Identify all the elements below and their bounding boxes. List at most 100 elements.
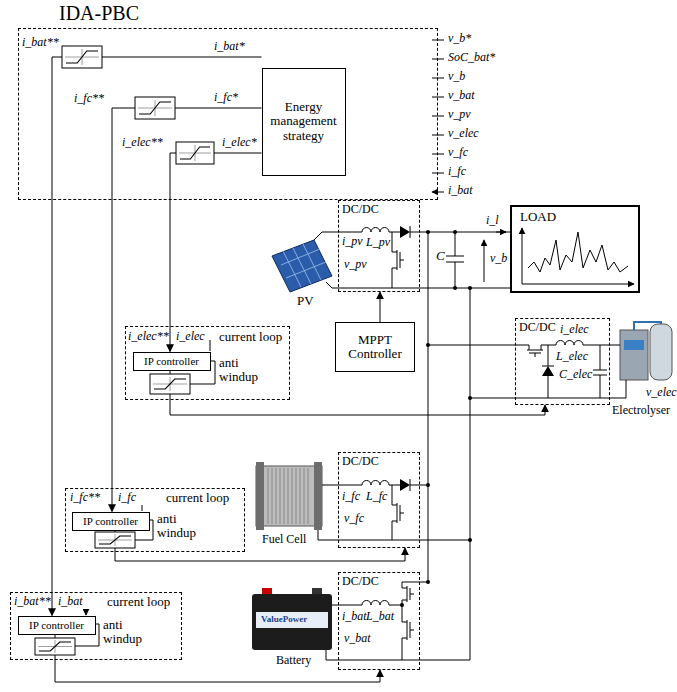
signal-label: L_fc [366,490,387,504]
signal-label: i_elec [176,330,205,344]
battery-terminal [312,588,322,594]
strategy-box: Energy management strategy [262,68,346,176]
signal-label: Electrolyser [612,404,670,418]
signal-label: ValuePower [261,614,307,624]
voltage-arrow [484,240,485,282]
signal-label: C_elec [559,368,592,382]
signal-label: i_bat** [22,36,59,50]
signal-label: i_pv [342,235,363,249]
signal-label: v_b [448,70,465,84]
dc-bus-wires [420,232,517,660]
diode-symbol [400,479,410,491]
current-arrow [496,232,506,233]
signal-label: v_fc [344,512,364,526]
converter-label: DC/DC [342,575,379,588]
converter-label: DC/DC [519,321,556,334]
loop-title: current loop [107,595,170,609]
signal-label: Battery [276,654,311,668]
load-box: LOAD [510,205,640,293]
signal-label: PV [297,294,314,309]
pv-converter-circuit [314,226,420,288]
signal-arrow [55,660,380,682]
box-label: IP controller [83,515,138,527]
pv-panel [272,240,332,292]
signal-label: Fuel Cell [262,533,306,547]
signal-label: v_bat [344,632,371,646]
input-arrow [432,40,444,192]
signal-arrow [170,153,262,352]
signal-label: v_b [490,252,507,266]
electrolyser-tank [650,324,672,380]
signal-label: i_bat* [214,40,245,54]
battery-converter-circuit [326,582,420,660]
signal-label: i_fc [448,165,466,179]
diode-symbol [542,366,554,376]
battery-terminal [262,588,272,594]
loop-note: anti windup [219,356,261,385]
battery-body [252,594,332,650]
chart-axis [522,228,523,284]
fuel-cell-stack [256,466,322,526]
signal-label: i_fc [342,490,360,504]
controller-box: IP controller [18,616,96,635]
controller-box: IP controller [72,512,150,531]
signal-arrow [380,292,381,322]
loop-title: current loop [219,330,282,344]
signal-label: i_elec** [128,330,169,344]
fuel-cell-plate [314,462,322,530]
converter-label: DC/DC [342,455,379,468]
electrolyser-body [620,330,648,380]
measurement-arrow [86,340,210,615]
signal-arrow [170,400,545,415]
signal-label: i_fc** [74,92,104,106]
signal-label: v_bat [448,89,475,103]
signal-label: SoC_bat* [448,51,495,65]
battery-band [256,612,328,628]
signal-label: i_l [486,214,499,228]
signal-label: v_pv [344,258,367,272]
signal-label: v_pv [448,108,471,122]
mppt-box: MPPT Controller [335,322,415,372]
signal-arrow [115,548,405,561]
signal-label: i_bat [58,595,83,609]
signal-label: i_bat [342,610,367,624]
box-label: IP controller [144,355,199,367]
signal-arrow [112,108,262,512]
chart-axis [522,284,634,285]
region-title: IDA-PBC [59,2,139,24]
loop-title: current loop [166,491,229,505]
load-profile [528,232,628,272]
load-label: LOAD [520,210,556,224]
signal-label: i_elec** [122,136,163,150]
pv-grid [281,244,326,287]
signal-label: C [436,249,445,264]
signal-label: i_fc [118,491,136,505]
controller-box: IP controller [133,352,211,371]
signal-label: L_bat [366,610,394,624]
converter-label: DC/DC [342,203,379,216]
signal-label: L_pv [366,236,390,250]
fuel-cell-converter-circuit [318,479,420,540]
fuel-cell-fins [268,468,308,524]
signal-label: i_bat [448,184,473,198]
signal-label: v_elec [646,386,677,400]
signal-label: L_elec [556,350,588,364]
diode-symbol [400,226,410,238]
signal-label: v_b* [448,32,471,46]
signal-label: v_fc [448,146,468,160]
signal-label: i_fc** [70,491,100,505]
box-label: Energy management strategy [266,100,342,143]
electrolyser-pipe [634,322,661,330]
junction-dots [400,230,472,607]
controller-region: IDA-PBCEnergy management strategy [18,28,438,200]
signal-label: i_bat** [14,595,51,609]
signal-label: i_elec [560,323,589,337]
box-label: IP controller [29,619,84,631]
signal-label: v_elec [448,127,479,141]
box-label: MPPT Controller [339,333,411,362]
signal-label: i_fc* [214,91,238,105]
loop-note: anti windup [157,512,199,541]
loop-note: anti windup [103,618,145,647]
fuel-cell-plate [256,462,264,530]
